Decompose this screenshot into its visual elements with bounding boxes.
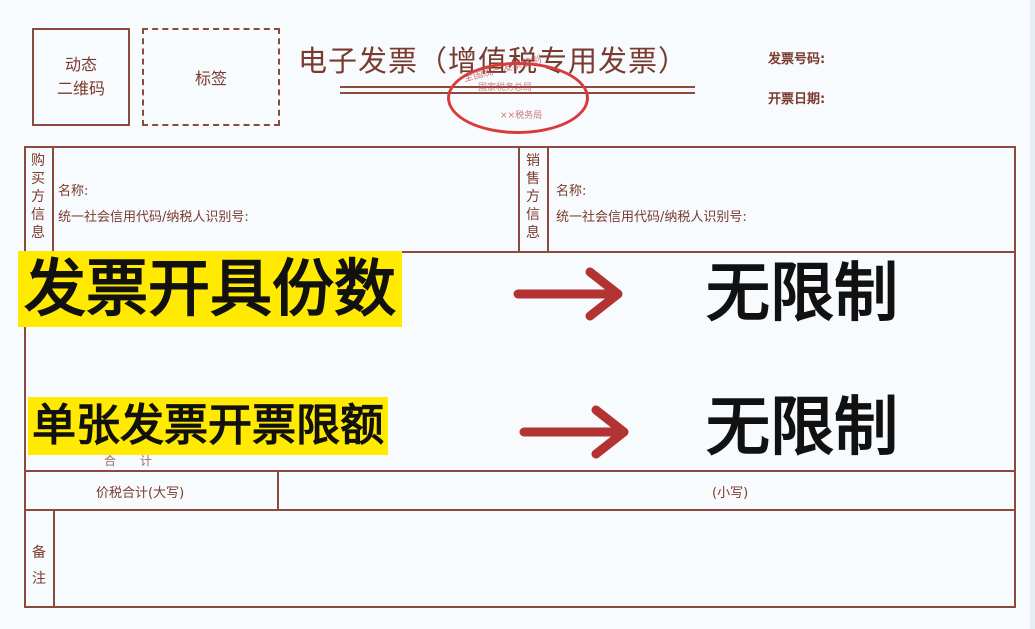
tag-box: 标签 — [142, 28, 280, 126]
party-row-bottom-line — [24, 251, 1016, 253]
total-in-words-label: 价税合计(大写) — [96, 486, 185, 501]
invoice-count-value: 无限制 — [706, 257, 898, 331]
tax-stamp-seal — [447, 62, 589, 134]
buyer-name-label: 名称: — [58, 184, 89, 199]
qr-label-line1: 动态 — [64, 55, 97, 74]
highlight-single-invoice-limit: 单张发票开票限额 — [28, 397, 388, 455]
invoice-main-table — [24, 146, 1016, 608]
dynamic-qr-code-box: 动态 二维码 — [32, 28, 130, 126]
buyer-label-divider — [52, 146, 54, 252]
issue-date-label: 开票日期: — [768, 92, 826, 107]
invoice-number-label: 发票号码: — [768, 52, 826, 67]
seller-tax-id-label: 统一社会信用代码/纳税人识别号: — [556, 210, 747, 225]
total-words-row-line — [24, 509, 1016, 511]
total-label: 合 计 — [104, 454, 153, 468]
total-row-line — [24, 470, 1016, 472]
seller-section-label: 销售方信息 — [526, 153, 540, 241]
single-invoice-limit-value: 无限制 — [706, 391, 898, 465]
remarks-label: 备注 — [32, 545, 46, 587]
buyer-tax-id-label: 统一社会信用代码/纳税人识别号: — [58, 210, 249, 225]
buyer-seller-divider — [518, 146, 520, 252]
stamp-text-bottom: ××税务局 — [500, 111, 543, 121]
stamp-text-mid: 国家税务总局 — [478, 83, 533, 93]
total-words-divider — [277, 470, 279, 510]
qr-label-line2: 二维码 — [56, 79, 105, 98]
tag-label: 标签 — [194, 69, 227, 88]
arrow-right-icon — [519, 405, 629, 459]
seller-label-divider — [547, 146, 549, 252]
remarks-divider — [53, 509, 55, 608]
buyer-section-label: 购买方信息 — [31, 153, 45, 241]
seller-name-label: 名称: — [556, 184, 587, 199]
window-edge — [1030, 0, 1035, 629]
arrow-right-icon — [513, 267, 623, 321]
total-in-figures-label: (小写) — [712, 486, 749, 501]
highlight-invoice-count: 发票开具份数 — [18, 251, 403, 327]
